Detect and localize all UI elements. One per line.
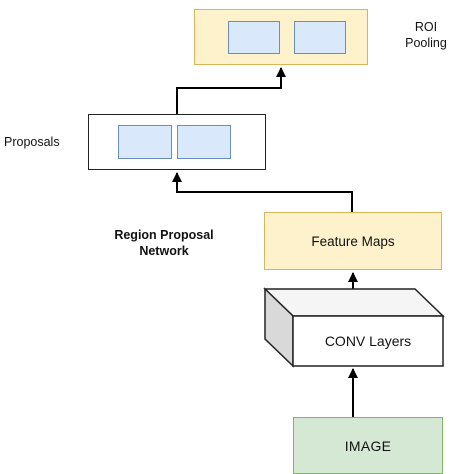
- conv-layers-label-wrap: CONV Layers: [293, 316, 443, 366]
- roi-pooling-label: ROI Pooling: [405, 20, 447, 50]
- proposals-label: Proposals: [4, 135, 60, 149]
- feature-maps-label: Feature Maps: [311, 233, 395, 249]
- roi-cell-right: [294, 21, 346, 54]
- image-input-box: IMAGE: [293, 417, 443, 474]
- edge-feature-maps-to-proposals: [172, 172, 353, 212]
- roi-cell-left: [228, 21, 280, 54]
- proposals-box: [88, 114, 266, 170]
- conv-cube-top-face: [263, 288, 445, 317]
- proposal-cell-right: [177, 125, 231, 159]
- roi-pooling-box: [194, 9, 368, 65]
- image-label: IMAGE: [344, 437, 392, 454]
- feature-maps-box: Feature Maps: [264, 212, 442, 270]
- conv-cube-front-face: [292, 315, 444, 367]
- region-proposal-network-label: Region Proposal Network: [114, 228, 214, 258]
- conv-layers-cube: [263, 287, 445, 368]
- edge-proposals-to-roi: [176, 67, 286, 114]
- conv-layers-label: CONV Layers: [324, 333, 412, 349]
- proposal-cell-left: [118, 125, 172, 159]
